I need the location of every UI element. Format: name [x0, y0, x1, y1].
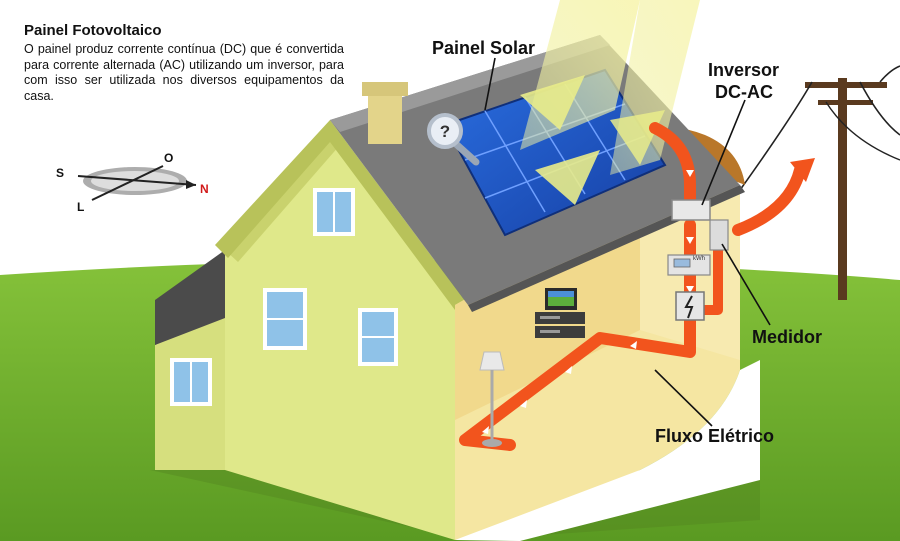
compass-icon: [77, 165, 197, 201]
svg-text:?: ?: [440, 122, 450, 141]
lamp-icon: [479, 351, 505, 447]
house-front: [215, 120, 468, 540]
solar-panel-label: Painel Solar: [432, 38, 536, 58]
meter-display-text: kWh: [693, 256, 705, 262]
sun-rays: [520, 0, 700, 205]
breaker-icon: [675, 291, 705, 321]
compass-east: L: [77, 200, 85, 214]
electric-flow-label: Fluxo Elétrico: [655, 426, 775, 446]
compass-west: O: [164, 151, 174, 165]
inverter-label-line2: DC-AC: [715, 82, 773, 102]
magnifier-question-icon: ?: [427, 113, 480, 166]
utility-pole-icon: [739, 65, 900, 300]
label-pointers: [484, 57, 771, 427]
meter-label: Medidor: [752, 327, 822, 347]
info-body: O painel produz corrente contínua (DC) q…: [24, 42, 344, 103]
info-panel: Painel Fotovoltaico O painel produz corr…: [24, 22, 344, 104]
meter-icon: [667, 219, 729, 276]
compass-north: N: [200, 182, 209, 196]
computer-icon: [535, 288, 585, 338]
flow-arrow-markers: [482, 170, 694, 434]
house-side-wing: [155, 250, 225, 470]
info-title: Painel Fotovoltaico: [24, 22, 162, 39]
inverter-box-icon: [671, 199, 711, 221]
compass-south: S: [56, 166, 65, 180]
inverter-label-line1: Inversor: [708, 60, 780, 80]
